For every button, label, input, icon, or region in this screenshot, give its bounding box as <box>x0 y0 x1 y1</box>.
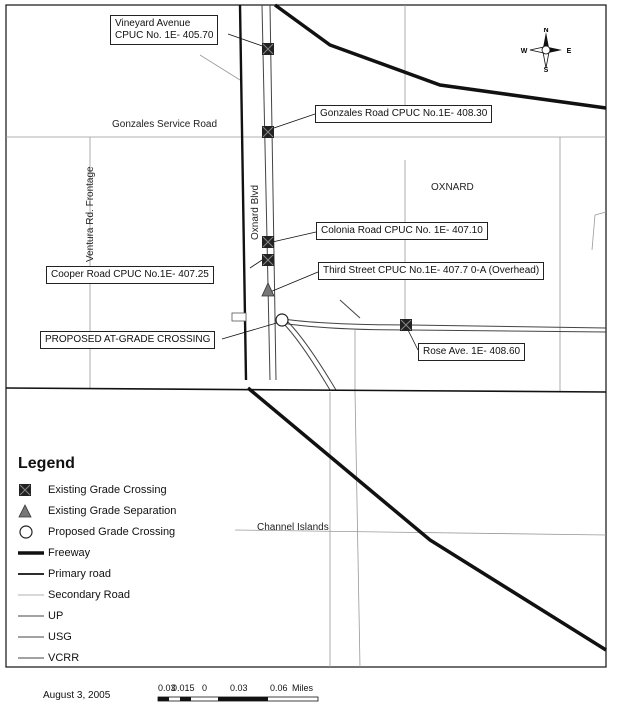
scale-bar <box>157 696 319 702</box>
north-arrow-icon: N S W E <box>514 27 578 77</box>
scale-tick: 0.03 <box>158 683 176 693</box>
road-label-ventura-frontage: Ventura Rd. Frontage <box>85 166 96 262</box>
legend-item: Existing Grade Crossing <box>18 479 248 500</box>
existing-grade-crossing-icon <box>262 43 274 55</box>
building-outline <box>231 312 247 322</box>
compass-s: S <box>544 67 549 72</box>
legend-item-label: Existing Grade Crossing <box>48 483 167 496</box>
primary-road-south <box>5 387 607 393</box>
legend-item-label: VCRR <box>48 651 80 664</box>
legend-item-label: Secondary Road <box>48 588 130 601</box>
legend-item: VCRR <box>18 647 248 668</box>
crossing-markers <box>261 43 412 331</box>
usg-rail-line-icon <box>18 633 48 641</box>
crossing-label-third-street: Third Street CPUC No.1E- 407.7 0-A (Over… <box>318 262 545 280</box>
existing-grade-crossing-icon <box>18 483 48 497</box>
scale-tick: 0 <box>202 683 208 693</box>
existing-grade-crossing-icon <box>400 319 412 331</box>
crossing-label-cooper: Cooper Road CPUC No.1E- 407.25 <box>46 266 214 284</box>
legend-item-label: Proposed Grade Crossing <box>48 525 176 538</box>
up-rail-line-icon <box>18 612 48 620</box>
crossing-label-vineyard-line2: CPUC No. 1E- 405.70 <box>115 30 214 41</box>
legend-item: Freeway <box>18 542 248 563</box>
existing-grade-crossing-icon <box>262 236 274 248</box>
legend-item: Primary road <box>18 563 248 584</box>
road-label-channel-islands: Channel Islands <box>257 522 329 533</box>
crossing-label-colonia: Colonia Road CPUC No. 1E- 407.10 <box>316 222 488 240</box>
scale-tick: 0.015 <box>172 683 195 693</box>
crossing-label-rose: Rose Ave. 1E- 408.60 <box>418 343 526 361</box>
existing-grade-separation-icon <box>261 282 275 297</box>
freeway <box>246 3 607 652</box>
legend-item-label: Freeway <box>48 546 91 559</box>
city-label: OXNARD <box>431 182 474 193</box>
freeway-line-icon <box>18 549 48 557</box>
existing-grade-crossing-icon <box>262 126 274 138</box>
scale-tick: 0.03 <box>230 683 248 693</box>
compass-w: W <box>521 48 528 55</box>
map-date: August 3, 2005 <box>43 690 111 701</box>
legend-item: Proposed Grade Crossing <box>18 521 248 542</box>
legend-item: Secondary Road <box>18 584 248 605</box>
legend-item-label: UP <box>48 609 64 622</box>
legend-title: Legend <box>18 455 75 472</box>
legend-item-label: Primary road <box>48 567 111 580</box>
scale-unit: Miles <box>292 683 314 693</box>
primary-road-line-icon <box>18 570 48 578</box>
crossing-label-vineyard: Vineyard Avenue CPUC No. 1E- 405.70 <box>110 15 219 45</box>
legend-item: USG <box>18 626 248 647</box>
crossing-label-gonzales: Gonzales Road CPUC No.1E- 408.30 <box>315 105 493 123</box>
compass-n: N <box>543 28 548 34</box>
legend-item: UP <box>18 605 248 626</box>
crossing-label-vineyard-line1: Vineyard Avenue <box>115 18 191 29</box>
legend-item-label: Existing Grade Separation <box>48 504 177 517</box>
road-label-oxnard-blvd: Oxnard Blvd <box>250 184 261 240</box>
map-frame <box>5 4 607 668</box>
leader-lines <box>221 33 419 351</box>
legend-item: Existing Grade Separation <box>18 500 248 521</box>
compass-e: E <box>567 48 572 55</box>
existing-grade-crossing-icon <box>262 254 274 266</box>
proposed-grade-crossing-icon <box>275 313 289 327</box>
map-legend: Legend Existing Grade Crossing Existing … <box>18 455 248 668</box>
secondary-road-line-icon <box>18 591 48 599</box>
oxnard-blvd-road <box>238 4 248 381</box>
crossing-label-proposed: PROPOSED AT-GRADE CROSSING <box>40 331 216 349</box>
proposed-grade-crossing-icon <box>18 524 48 540</box>
vcrr-rail-line-icon <box>18 654 48 662</box>
legend-item-label: USG <box>48 630 72 643</box>
existing-grade-separation-icon <box>18 503 48 518</box>
road-label-gonzales-service: Gonzales Service Road <box>112 119 218 130</box>
scale-tick: 0.06 <box>270 683 288 693</box>
